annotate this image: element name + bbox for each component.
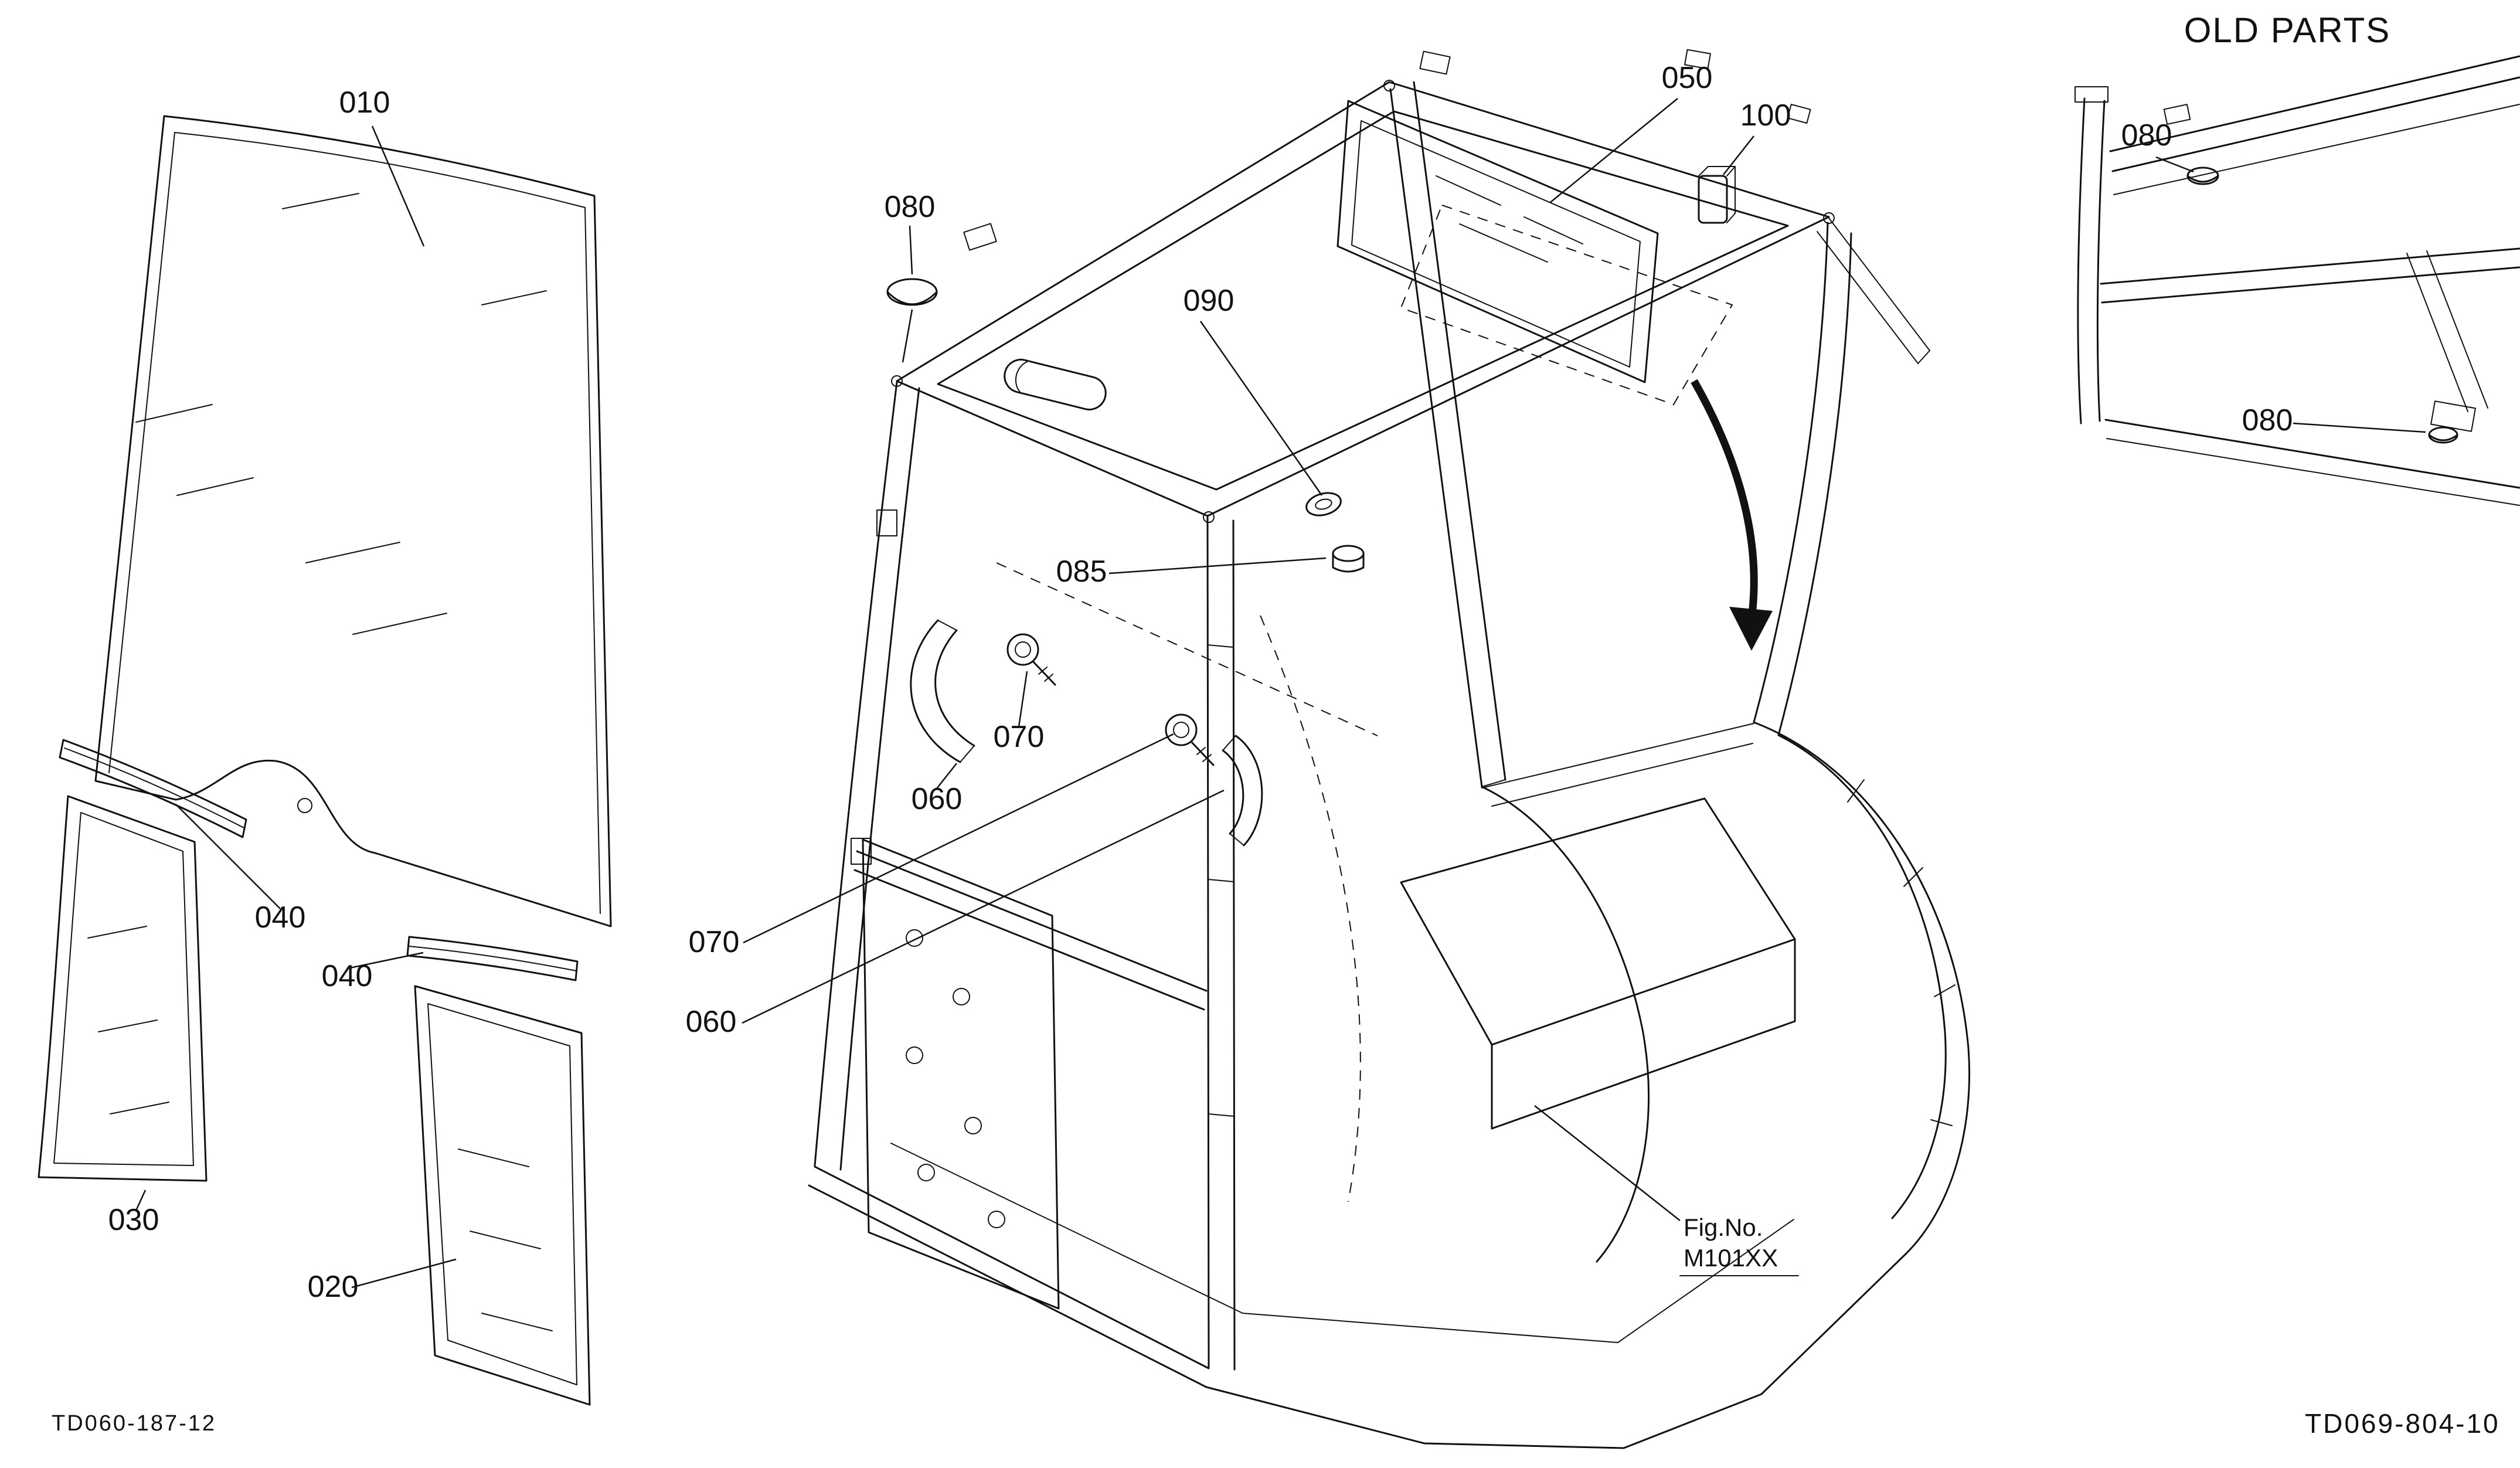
- old-parts-callout-080-b: 080: [2242, 403, 2293, 437]
- callout-040-lower-label: 040: [322, 959, 373, 993]
- windshield-glass: [94, 115, 612, 927]
- quarter-window-left-glass: [38, 795, 208, 1182]
- handle-060-upper: [910, 619, 975, 763]
- drawing-number-left: TD060-187-12: [52, 1411, 216, 1436]
- callout-040-upper-label: 040: [255, 900, 306, 935]
- leader-lines: [135, 98, 2426, 1289]
- callout-020-label: 020: [308, 1270, 359, 1304]
- old-parts-title: OLD PARTS: [2184, 11, 2391, 50]
- figure-number-line2: M101XX: [1684, 1244, 1778, 1272]
- rear-window-glass: [1336, 100, 1659, 383]
- callout-030-label: 030: [108, 1203, 159, 1237]
- windshield-trim-strip-lower: [406, 936, 579, 981]
- callout-090-label: 090: [1184, 284, 1235, 318]
- old-parts-callout-080-a: 080: [2121, 118, 2172, 152]
- old-parts-inset: [2075, 55, 2520, 506]
- quarter-window-right-glass: [414, 985, 591, 1406]
- cab-frame: [808, 49, 1971, 1449]
- callout-070-lower-label: 070: [689, 925, 740, 959]
- callout-080-label: 080: [885, 190, 936, 224]
- callout-070-upper-label: 070: [994, 720, 1045, 754]
- callout-060-upper-label: 060: [912, 782, 963, 816]
- cap-080: [886, 278, 938, 306]
- roller-bar: [1004, 358, 1107, 411]
- screw-070-upper: [1006, 633, 1056, 686]
- callout-085-label: 085: [1056, 555, 1107, 589]
- windshield-trim-strip-upper: [59, 739, 247, 838]
- callout-010-label: 010: [339, 86, 390, 120]
- figure-number: Fig.No. M101XX: [1679, 1214, 1799, 1276]
- callout-labels: 010 020 030 040 040 050 060 060 070 070 …: [108, 61, 1791, 1304]
- screw-070-lower: [1165, 713, 1215, 766]
- figure-number-line1: Fig.No.: [1684, 1214, 1763, 1241]
- rotation-arrow: [1691, 379, 1773, 651]
- cap-085: [1332, 545, 1365, 573]
- drawing-number-right: TD069-804-10: [2305, 1408, 2500, 1439]
- latch-100: [1698, 166, 1736, 224]
- handle-060-lower: [1222, 735, 1263, 847]
- callout-060-lower-label: 060: [686, 1005, 737, 1039]
- callout-050-label: 050: [1662, 61, 1713, 95]
- callout-100-label: 100: [1740, 98, 1791, 132]
